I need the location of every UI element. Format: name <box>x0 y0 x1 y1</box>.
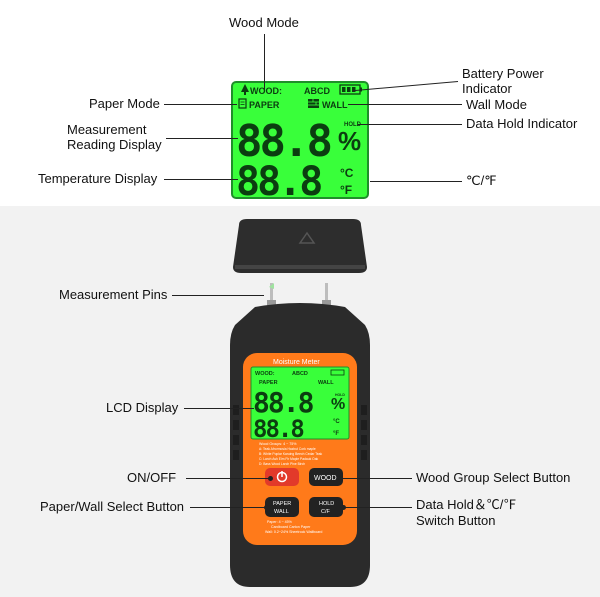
callout-measurement-line2: Reading Display <box>67 137 162 152</box>
leader-wood-group <box>340 478 412 479</box>
device-lcd-paper-label: PAPER <box>259 380 278 386</box>
leader-wall-mode <box>348 104 462 105</box>
lcd-moisture-reading: 88.8 <box>236 116 330 167</box>
callout-hold-line2: Switch Button <box>416 513 496 528</box>
leader-measurement <box>166 138 238 139</box>
leader-onoff <box>186 478 270 479</box>
cap-rim <box>235 265 365 269</box>
paper-wall-line: Wall: 0.2~24% Sheetrock Wallboard <box>265 530 322 534</box>
hold-button[interactable]: HOLD C/F <box>309 497 343 517</box>
leader-hold <box>344 507 412 508</box>
leader-paper-mode <box>164 104 237 105</box>
device-lcd-celsius: °C <box>333 419 340 425</box>
lcd-wood-label: WOOD: <box>250 86 282 96</box>
device-lcd-wall-label: WALL <box>318 380 334 386</box>
protective-cap <box>233 219 367 273</box>
callout-measurement-line1: Measurement <box>67 122 147 137</box>
leader-paper-wall <box>190 507 266 508</box>
moisture-meter-device: Moisture Meter WOOD: ABCD PAPER WALL HOL… <box>230 219 370 587</box>
callout-temperature: Temperature Display <box>38 171 158 186</box>
wood-group-line: A: Teak Afrormosia Hazbut Cork maple <box>259 447 316 451</box>
lcd-percent-sign: % <box>338 126 361 156</box>
wood-group-line: D: Bass Wood Larch Pine Birch <box>259 462 305 466</box>
paper-wall-line: Paper: 4 ~ 45% <box>267 520 293 524</box>
leader-hold-dot <box>341 504 346 510</box>
leader-pins <box>172 295 264 296</box>
leader-paper-wall-dot <box>264 504 269 510</box>
lcd-paper-label: PAPER <box>249 100 280 110</box>
device-lcd-reading: 88.8 <box>253 386 314 419</box>
leader-lcd <box>184 408 254 409</box>
paper-button-label-line1: PAPER <box>273 501 291 507</box>
lcd-wood-groups: ABCD <box>304 86 330 96</box>
side-grips <box>233 405 367 460</box>
paper-wall-button[interactable]: PAPER WALL <box>265 497 299 517</box>
callout-lcd: LCD Display <box>106 400 179 415</box>
lcd-hold-label: HOLD <box>344 122 362 128</box>
wood-mode-icon <box>241 84 249 95</box>
wood-groups-title: Wood Groups: 4 ~ 75% <box>259 442 297 446</box>
lcd-temperature-reading: 88.8 <box>236 159 321 200</box>
hold-button-label-line2: C/F <box>321 509 331 515</box>
paper-mode-icon <box>238 98 247 109</box>
leader-temperature <box>164 179 238 180</box>
power-button[interactable] <box>265 468 299 486</box>
leader-onoff-dot <box>268 475 273 481</box>
lcd-fahrenheit-unit: °F <box>340 183 352 197</box>
callout-wall-mode: Wall Mode <box>466 97 527 112</box>
callout-pins: Measurement Pins <box>59 287 168 302</box>
leader-data-hold <box>358 124 462 125</box>
cap-triangle-icon <box>298 231 316 244</box>
callout-wood-mode: Wood Mode <box>229 15 299 30</box>
leader-wood-mode <box>264 34 265 90</box>
device-lcd-percent: % <box>331 396 345 413</box>
device-lcd-fahrenheit: °F <box>333 431 339 437</box>
wood-button[interactable]: WOOD <box>309 468 343 486</box>
callout-wood-group: Wood Group Select Button <box>416 470 571 485</box>
wood-group-line: C: Larch Ash Elm Fir Maple Padauk Oak <box>259 457 319 461</box>
callout-onoff: ON/OFF <box>127 470 177 485</box>
device-lcd-battery-icon <box>330 369 345 376</box>
measurement-pins-icon <box>267 283 331 308</box>
callout-paper-mode: Paper Mode <box>89 96 160 111</box>
device-lcd-hold-label: HOLD <box>335 393 345 397</box>
leader-wood-group-dot <box>338 475 343 481</box>
device-lcd-wood-label: WOOD: <box>255 371 275 377</box>
lcd-celsius-unit: °C <box>340 166 354 180</box>
callout-unit: ℃/℉ <box>466 173 497 188</box>
wall-mode-icon <box>308 99 319 108</box>
leader-unit <box>370 181 462 182</box>
device-lcd-wood-groups: ABCD <box>292 371 308 377</box>
hold-button-label-line1: HOLD <box>319 501 334 507</box>
wood-group-line: B: White Poplar Karuing Beech Cedar Teak <box>259 452 323 456</box>
lcd-closeup: WOOD: ABCD PAPER WALL HOLD 88.8 % 88.8 °… <box>231 81 369 200</box>
device-lcd-temp: 88.8 <box>253 415 303 443</box>
paper-button-label-line2: WALL <box>274 509 289 515</box>
lcd-wall-label: WALL <box>322 100 348 110</box>
paper-wall-line: Cardboard Carton Paper <box>271 525 311 529</box>
lcd-closeup-screen <box>231 81 369 199</box>
brand-label: Moisture Meter <box>273 359 320 366</box>
callout-paper-wall-button: Paper/Wall Select Button <box>40 499 185 514</box>
callout-battery-line2: Indicator <box>462 81 512 96</box>
callout-hold-line1: Data Hold＆℃/℉ <box>416 497 517 512</box>
callout-battery-line1: Battery Power <box>462 66 544 81</box>
callout-data-hold: Data Hold Indicator <box>466 116 578 131</box>
wood-button-label: WOOD <box>314 475 337 482</box>
device-lcd-screen <box>250 366 350 440</box>
